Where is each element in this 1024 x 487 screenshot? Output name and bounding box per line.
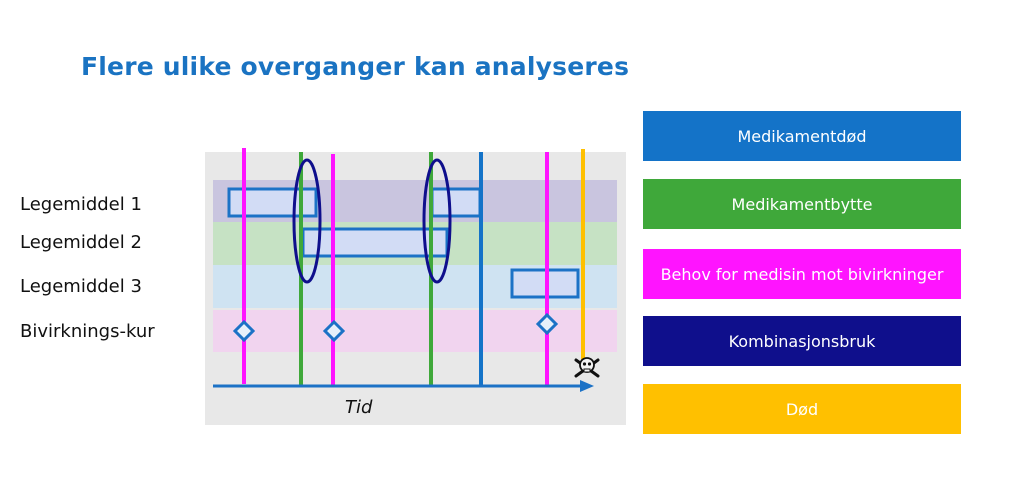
time-axis-label: Tid (345, 397, 373, 418)
kombinasjonsbruk-ellipse-2 (422, 158, 452, 284)
skull-crossbones-icon (574, 357, 600, 378)
row-label-legemiddel-1: Legemiddel 1 (20, 194, 142, 215)
legend-medikamentbytte-label: Medikamentbytte (731, 194, 873, 214)
row-label-bivirkningskur: Bivirknings-kur (20, 321, 155, 342)
legend-behov-for-medisin: Behov for medisin mot bivirkninger (643, 249, 961, 299)
row-label-legemiddel-3: Legemiddel 3 (20, 276, 142, 297)
bivirkningskur-marker-1 (232, 319, 256, 343)
legend-medikamentdod: Medikamentdød (643, 111, 961, 161)
bivirkningskur-marker-2 (322, 319, 346, 343)
legend-medikamentbytte: Medikamentbytte (643, 179, 961, 229)
interval-legemiddel-1-b (430, 187, 482, 218)
legend-kombinasjonsbruk: Kombinasjonsbruk (643, 316, 961, 366)
legend-behov-for-medisin-label: Behov for medisin mot bivirkninger (660, 264, 944, 284)
bivirkningskur-marker-3 (535, 312, 559, 336)
legend-medikamentdod-label: Medikamentdød (737, 126, 867, 146)
row-band-bivirkningskur (213, 310, 617, 352)
row-label-legemiddel-2: Legemiddel 2 (20, 232, 142, 253)
legend-dod-label: Død (785, 399, 819, 419)
legend-dod: Død (643, 384, 961, 434)
legend-kombinasjonsbruk-label: Kombinasjonsbruk (728, 331, 876, 351)
time-axis-arrow (580, 380, 594, 392)
kombinasjonsbruk-ellipse-1 (292, 158, 322, 284)
slide-title: Flere ulike overganger kan analyseres (81, 52, 630, 81)
